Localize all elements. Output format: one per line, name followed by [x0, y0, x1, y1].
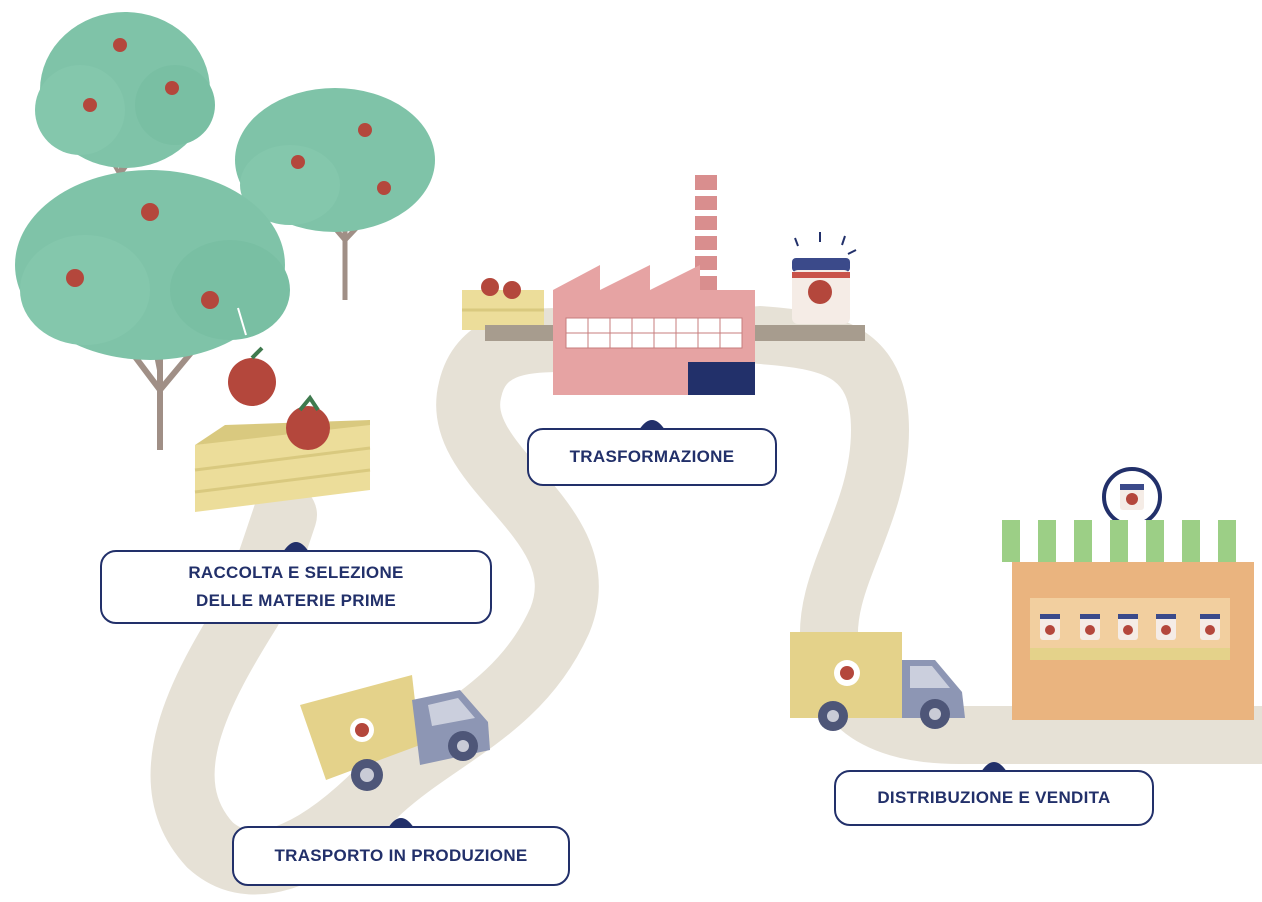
- crate-icon: [194, 394, 371, 512]
- label-pointer: [981, 758, 1007, 772]
- label-pointer: [388, 814, 414, 828]
- step-label-line2: DELLE MATERIE PRIME: [196, 591, 396, 610]
- apple-tree-icon: [35, 12, 215, 177]
- truck-icon: [790, 632, 965, 731]
- label-pointer: [283, 538, 309, 552]
- apple-tree-icon: [235, 88, 435, 300]
- step-label-trasformazione: TRASFORMAZIONE: [527, 420, 777, 486]
- label-pointer: [639, 416, 665, 430]
- truck-icon: [300, 675, 490, 791]
- step-label-distribuzione: DISTRIBUZIONE E VENDITA: [834, 762, 1154, 826]
- apple-tree-icon: [15, 170, 290, 450]
- apple-icon: [228, 307, 276, 406]
- step-label-line1: RACCOLTA E SELEZIONE: [188, 563, 404, 582]
- step-label-line1: TRASPORTO IN PRODUZIONE: [274, 846, 528, 865]
- step-label-line1: DISTRIBUZIONE E VENDITA: [877, 788, 1111, 807]
- step-label-raccolta: RACCOLTA E SELEZIONE DELLE MATERIE PRIME: [100, 542, 492, 624]
- step-label-trasporto: TRASPORTO IN PRODUZIONE: [232, 818, 570, 886]
- factory-icon: [553, 175, 755, 395]
- shop-icon: [1002, 467, 1258, 720]
- jam-jar-icon: [792, 232, 857, 324]
- crate-icon: [462, 278, 544, 330]
- step-label-line1: TRASFORMAZIONE: [569, 447, 735, 466]
- road-path: [150, 306, 1262, 895]
